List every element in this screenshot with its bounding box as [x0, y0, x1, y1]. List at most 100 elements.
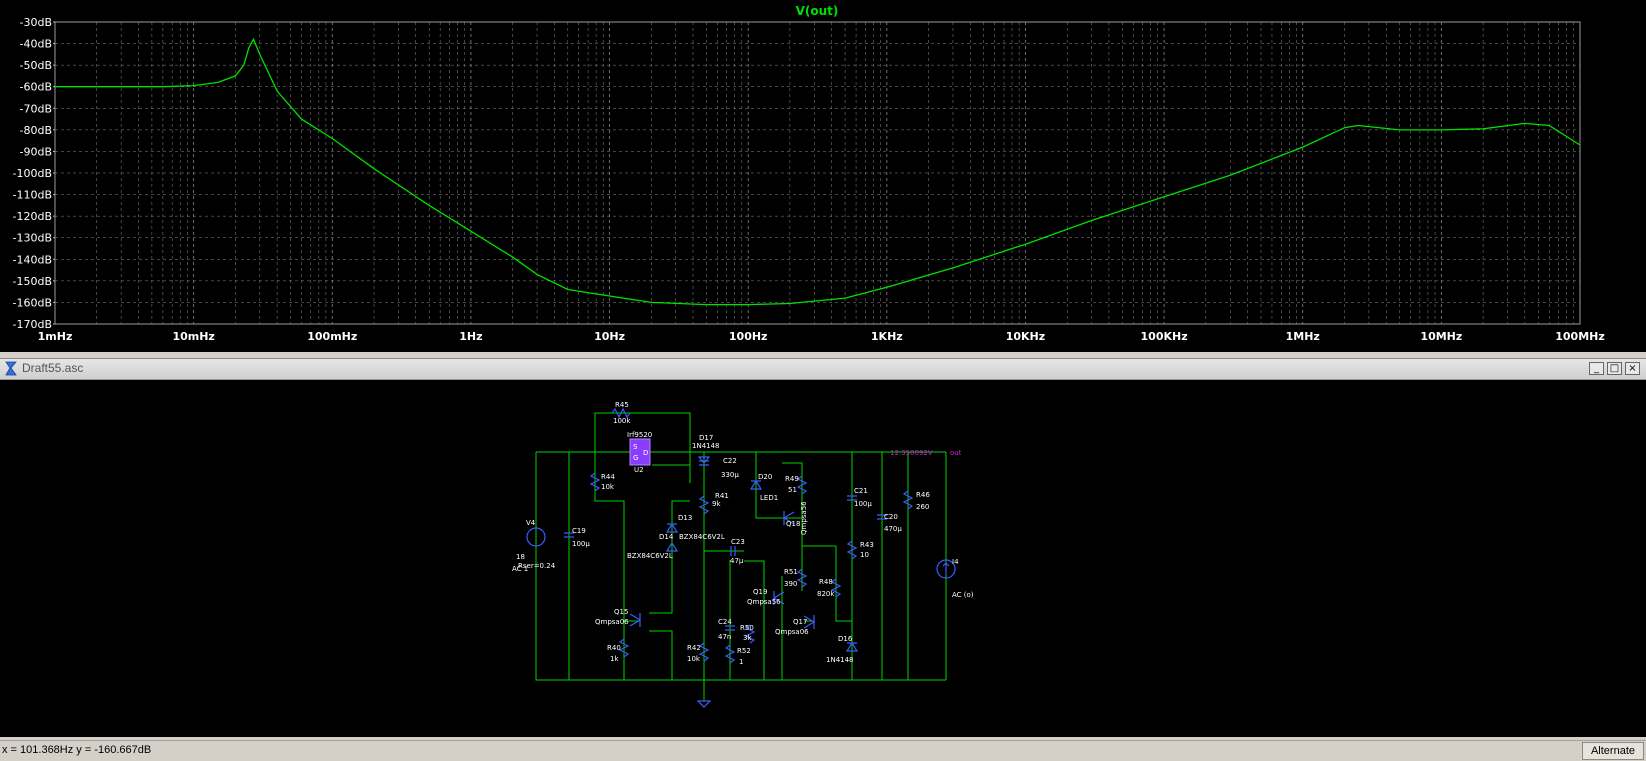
- trace-title[interactable]: V(out): [796, 4, 839, 18]
- schematic-window[interactable]: Draft55.asc _ □ ×: [0, 358, 1646, 737]
- svg-text:D13: D13: [678, 514, 692, 522]
- svg-text:R42: R42: [687, 644, 701, 652]
- svg-text:Q18: Q18: [786, 520, 800, 528]
- svg-text:R40: R40: [607, 644, 621, 652]
- x-tick-label: 1mHz: [38, 330, 73, 343]
- resistor-r45: [611, 407, 631, 419]
- resistor-r40: [618, 638, 630, 658]
- x-tick-label: 100MHz: [1555, 330, 1605, 343]
- svg-text:100µ: 100µ: [854, 500, 872, 508]
- svg-text:Qmpsa56: Qmpsa56: [747, 598, 781, 606]
- schematic-canvas[interactable]: S D G R45 100k Irf9520 U2 D17 1N4148 C22…: [4, 381, 1642, 735]
- capacitor-c24: [725, 625, 735, 631]
- svg-text:D17: D17: [699, 434, 713, 442]
- diode-d17: [697, 456, 711, 464]
- x-tick-label: 10MHz: [1420, 330, 1462, 343]
- svg-text:BZX84C6V2L: BZX84C6V2L: [679, 533, 725, 541]
- svg-text:C19: C19: [572, 527, 586, 535]
- trace-v-out[interactable]: [55, 37, 1581, 306]
- y-tick-label: -50dB: [20, 59, 53, 72]
- resistor-r41: [698, 495, 710, 515]
- transistor-q15: [629, 613, 641, 627]
- svg-text:I4: I4: [952, 558, 959, 566]
- svg-text:100µ: 100µ: [572, 540, 590, 548]
- x-tick-label: 100Hz: [729, 330, 768, 343]
- svg-text:D14: D14: [659, 533, 674, 541]
- svg-text:12.350092V: 12.350092V: [890, 449, 933, 457]
- svg-text:U2: U2: [634, 466, 644, 474]
- transistor-q18: [783, 511, 795, 525]
- svg-text:Q15: Q15: [614, 608, 628, 616]
- capacitor-c19: [564, 532, 574, 538]
- y-tick-label: -160dB: [13, 296, 53, 309]
- svg-text:820k: 820k: [817, 590, 835, 598]
- schematic-title: Draft55.asc: [22, 361, 84, 375]
- resistor-r48: [830, 578, 842, 598]
- svg-text:470µ: 470µ: [884, 525, 902, 533]
- svg-text:R49: R49: [785, 475, 799, 483]
- diode-d16: [845, 641, 859, 652]
- svg-text:R46: R46: [916, 491, 930, 499]
- svg-text:LED1: LED1: [760, 494, 778, 502]
- ground-symbol: [696, 700, 712, 708]
- svg-text:AC 1: AC 1: [512, 565, 528, 573]
- svg-text:1N4148: 1N4148: [692, 442, 720, 450]
- y-axis-tick-labels: -30dB-40dB-50dB-60dB-70dB-80dB-90dB-100d…: [13, 16, 55, 331]
- transistor-q17: [803, 615, 815, 629]
- x-tick-label: 1MHz: [1286, 330, 1320, 343]
- capacitor-c20: [877, 514, 887, 520]
- svg-text:R41: R41: [715, 492, 729, 500]
- svg-text:47µ: 47µ: [730, 557, 744, 565]
- diode-d13: [665, 522, 679, 533]
- maximize-button[interactable]: □: [1607, 362, 1622, 375]
- svg-text:D: D: [643, 449, 648, 457]
- y-tick-label: -170dB: [13, 318, 53, 331]
- svg-text:G: G: [633, 454, 638, 462]
- svg-text:Q17: Q17: [793, 618, 807, 626]
- resistor-r43: [846, 540, 858, 560]
- x-tick-label: 10Hz: [594, 330, 625, 343]
- y-tick-label: -120dB: [13, 210, 53, 223]
- capacitor-c22: [699, 460, 709, 466]
- svg-text:C23: C23: [731, 538, 745, 546]
- y-tick-label: -140dB: [13, 253, 53, 266]
- svg-text:C24: C24: [718, 618, 732, 626]
- svg-text:Rser=0.24: Rser=0.24: [518, 562, 556, 570]
- mode-indicator[interactable]: Alternate: [1581, 742, 1644, 760]
- diode-d20: [749, 479, 763, 490]
- components[interactable]: [526, 407, 956, 708]
- y-tick-label: -150dB: [13, 275, 53, 288]
- current-source-i4: [936, 559, 956, 579]
- y-tick-label: -60dB: [20, 81, 53, 94]
- svg-text:260: 260: [916, 503, 929, 511]
- resistor-r42: [698, 642, 710, 662]
- y-tick-label: -30dB: [20, 16, 53, 29]
- waveform-plot-pane[interactable]: -30dB-40dB-50dB-60dB-70dB-80dB-90dB-100d…: [0, 0, 1646, 352]
- schematic-titlebar[interactable]: Draft55.asc _ □ ×: [0, 359, 1646, 380]
- mosfet-u2[interactable]: [629, 438, 651, 466]
- capacitor-c23: [730, 546, 736, 556]
- resistor-r52: [724, 644, 736, 664]
- diode-d14: [665, 541, 679, 552]
- svg-text:R50: R50: [740, 624, 754, 632]
- wires: [535, 412, 947, 701]
- resistor-r50: [744, 624, 756, 644]
- svg-text:Qmpsa06: Qmpsa06: [775, 628, 809, 636]
- svg-text:AC (o): AC (o): [952, 591, 974, 599]
- svg-text:D16: D16: [838, 635, 853, 643]
- svg-text:R45: R45: [615, 401, 629, 409]
- close-button[interactable]: ×: [1625, 362, 1640, 375]
- x-tick-label: 10mHz: [172, 330, 214, 343]
- minimize-button[interactable]: _: [1589, 362, 1604, 375]
- svg-text:1N4148: 1N4148: [826, 656, 854, 664]
- resistor-r51: [796, 568, 808, 588]
- schematic-drawing[interactable]: S D G R45 100k Irf9520 U2 D17 1N4148 C22…: [4, 381, 1642, 735]
- svg-text:V4: V4: [526, 519, 536, 527]
- resistor-r46: [902, 490, 914, 510]
- svg-text:51: 51: [788, 486, 797, 494]
- svg-text:R51: R51: [784, 568, 798, 576]
- bode-plot[interactable]: -30dB-40dB-50dB-60dB-70dB-80dB-90dB-100d…: [0, 0, 1646, 352]
- transistor-q19: [773, 591, 785, 605]
- x-tick-label: 100KHz: [1141, 330, 1188, 343]
- y-tick-label: -130dB: [13, 232, 53, 245]
